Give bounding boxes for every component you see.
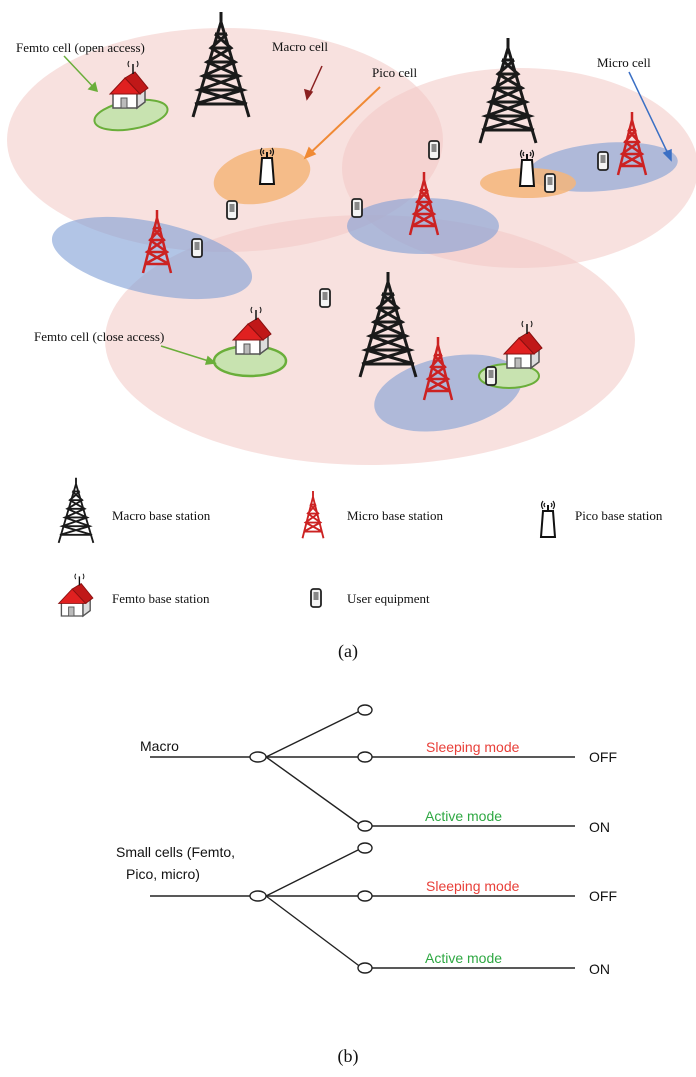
small-cells-label-line2: Pico, micro) (126, 866, 200, 882)
legend-pico-icon (540, 500, 556, 538)
macro-on: ON (589, 819, 610, 835)
legend-macro-icon (57, 476, 95, 544)
legend-micro-icon (301, 490, 325, 540)
legend: Macro base station Micro base station Pi… (57, 476, 663, 617)
label-micro-cell: Micro cell (597, 55, 651, 70)
label-macro-cell: Macro cell (272, 39, 328, 54)
legend-ue-icon (310, 588, 322, 608)
legend-femto-icon (58, 573, 94, 617)
small-cells-label-line1: Small cells (Femto, (116, 844, 235, 860)
small-sleeping-mode: Sleeping mode (426, 878, 520, 894)
small-on: ON (589, 961, 610, 977)
small-off: OFF (589, 888, 617, 904)
macro-off: OFF (589, 749, 617, 765)
label-pico-cell: Pico cell (372, 65, 418, 80)
label-femto-close-access: Femto cell (close access) (34, 329, 164, 344)
legend-pico-label: Pico base station (575, 508, 663, 523)
legend-femto-label: Femto base station (112, 591, 210, 606)
label-femto-open-access: Femto cell (open access) (16, 40, 145, 55)
small-active-mode: Active mode (425, 950, 502, 966)
mode-tree-macro (150, 704, 575, 832)
caption-b: (b) (338, 1046, 359, 1067)
legend-macro-label: Macro base station (112, 508, 211, 523)
caption-a: (a) (338, 641, 358, 662)
macro-label: Macro (140, 738, 179, 754)
legend-ue-label: User equipment (347, 591, 430, 606)
label-arrows (63, 55, 672, 365)
mode-tree-small-cells (150, 842, 575, 974)
macro-active-mode: Active mode (425, 808, 502, 824)
macro-sleeping-mode: Sleeping mode (426, 739, 520, 755)
legend-micro-label: Micro base station (347, 508, 444, 523)
